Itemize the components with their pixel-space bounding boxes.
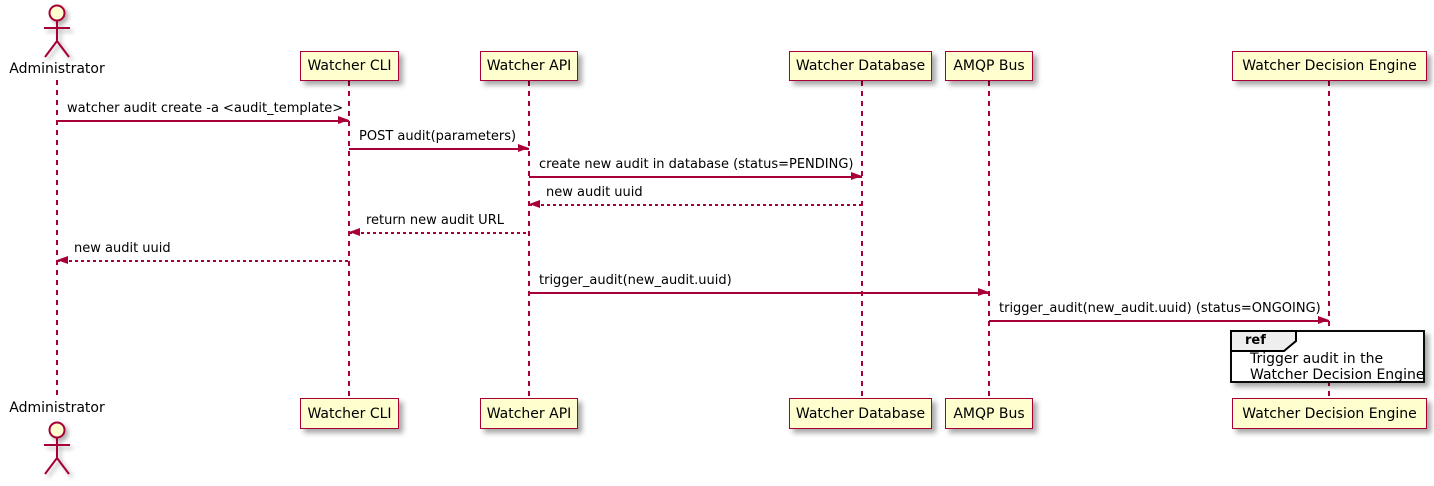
actor-icon [44, 4, 70, 58]
lifeline-watcher-database [861, 81, 863, 398]
message-label: new audit uuid [546, 185, 643, 200]
arrowhead-left-icon [349, 228, 360, 236]
participant-amqp-bus-top: AMQP Bus [945, 51, 1033, 81]
participant-watcher-api-top: Watcher API [480, 51, 578, 81]
ref-tab-label: ref [1245, 333, 1266, 348]
participant-watcher-cli-bottom: Watcher CLI [300, 398, 399, 429]
message-label: trigger_audit(new_audit.uuid) [539, 273, 732, 288]
message-label: trigger_audit(new_audit.uuid) (status=ON… [999, 301, 1321, 316]
message-arrow [529, 176, 862, 178]
message-arrow [989, 320, 1329, 322]
message-return-arrow [57, 260, 349, 262]
ref-fragment: ref Trigger audit in the Watcher Decisio… [1230, 330, 1425, 383]
participant-watcher-database-top: Watcher Database [789, 51, 932, 81]
message-arrow [529, 292, 989, 294]
message-label: create new audit in database (status=PEN… [539, 157, 854, 172]
ref-tab-icon [1230, 330, 1297, 352]
arrowhead-right-icon [518, 144, 529, 152]
message-label: watcher audit create -a <audit_template> [67, 101, 344, 116]
message-arrow [57, 120, 349, 122]
participant-watcher-api-bottom: Watcher API [480, 398, 578, 429]
message-label: return new audit URL [366, 213, 504, 228]
participant-watcher-database-bottom: Watcher Database [789, 398, 932, 429]
message-arrow [349, 148, 529, 150]
ref-text-line2: Watcher Decision Engine [1250, 367, 1425, 383]
participant-watcher-cli-top: Watcher CLI [300, 51, 399, 81]
participant-amqp-bus-bottom: AMQP Bus [945, 398, 1033, 429]
message-return-arrow [349, 232, 529, 234]
message-label: new audit uuid [74, 241, 171, 256]
message-label: POST audit(parameters) [359, 129, 517, 144]
ref-text-line1: Trigger audit in the [1250, 351, 1384, 367]
actor-label-bottom: Administrator [9, 400, 105, 416]
lifeline-watcher-decision-engine [1328, 81, 1330, 398]
arrowhead-right-icon [851, 172, 862, 180]
arrowhead-right-icon [338, 116, 349, 124]
participant-watcher-decision-engine-bottom: Watcher Decision Engine [1232, 398, 1427, 429]
actor-icon [44, 421, 70, 475]
arrowhead-left-icon [57, 256, 68, 264]
lifeline-watcher-cli [348, 81, 350, 398]
lifeline-amqp-bus [988, 81, 990, 398]
participant-watcher-decision-engine-top: Watcher Decision Engine [1232, 51, 1427, 81]
arrowhead-right-icon [1318, 316, 1329, 324]
actor-label-top: Administrator [9, 61, 105, 77]
lifeline-administrator [56, 80, 58, 398]
message-return-arrow [529, 204, 862, 206]
lifeline-watcher-api [528, 81, 530, 398]
arrowhead-left-icon [529, 200, 540, 208]
arrowhead-right-icon [978, 288, 989, 296]
